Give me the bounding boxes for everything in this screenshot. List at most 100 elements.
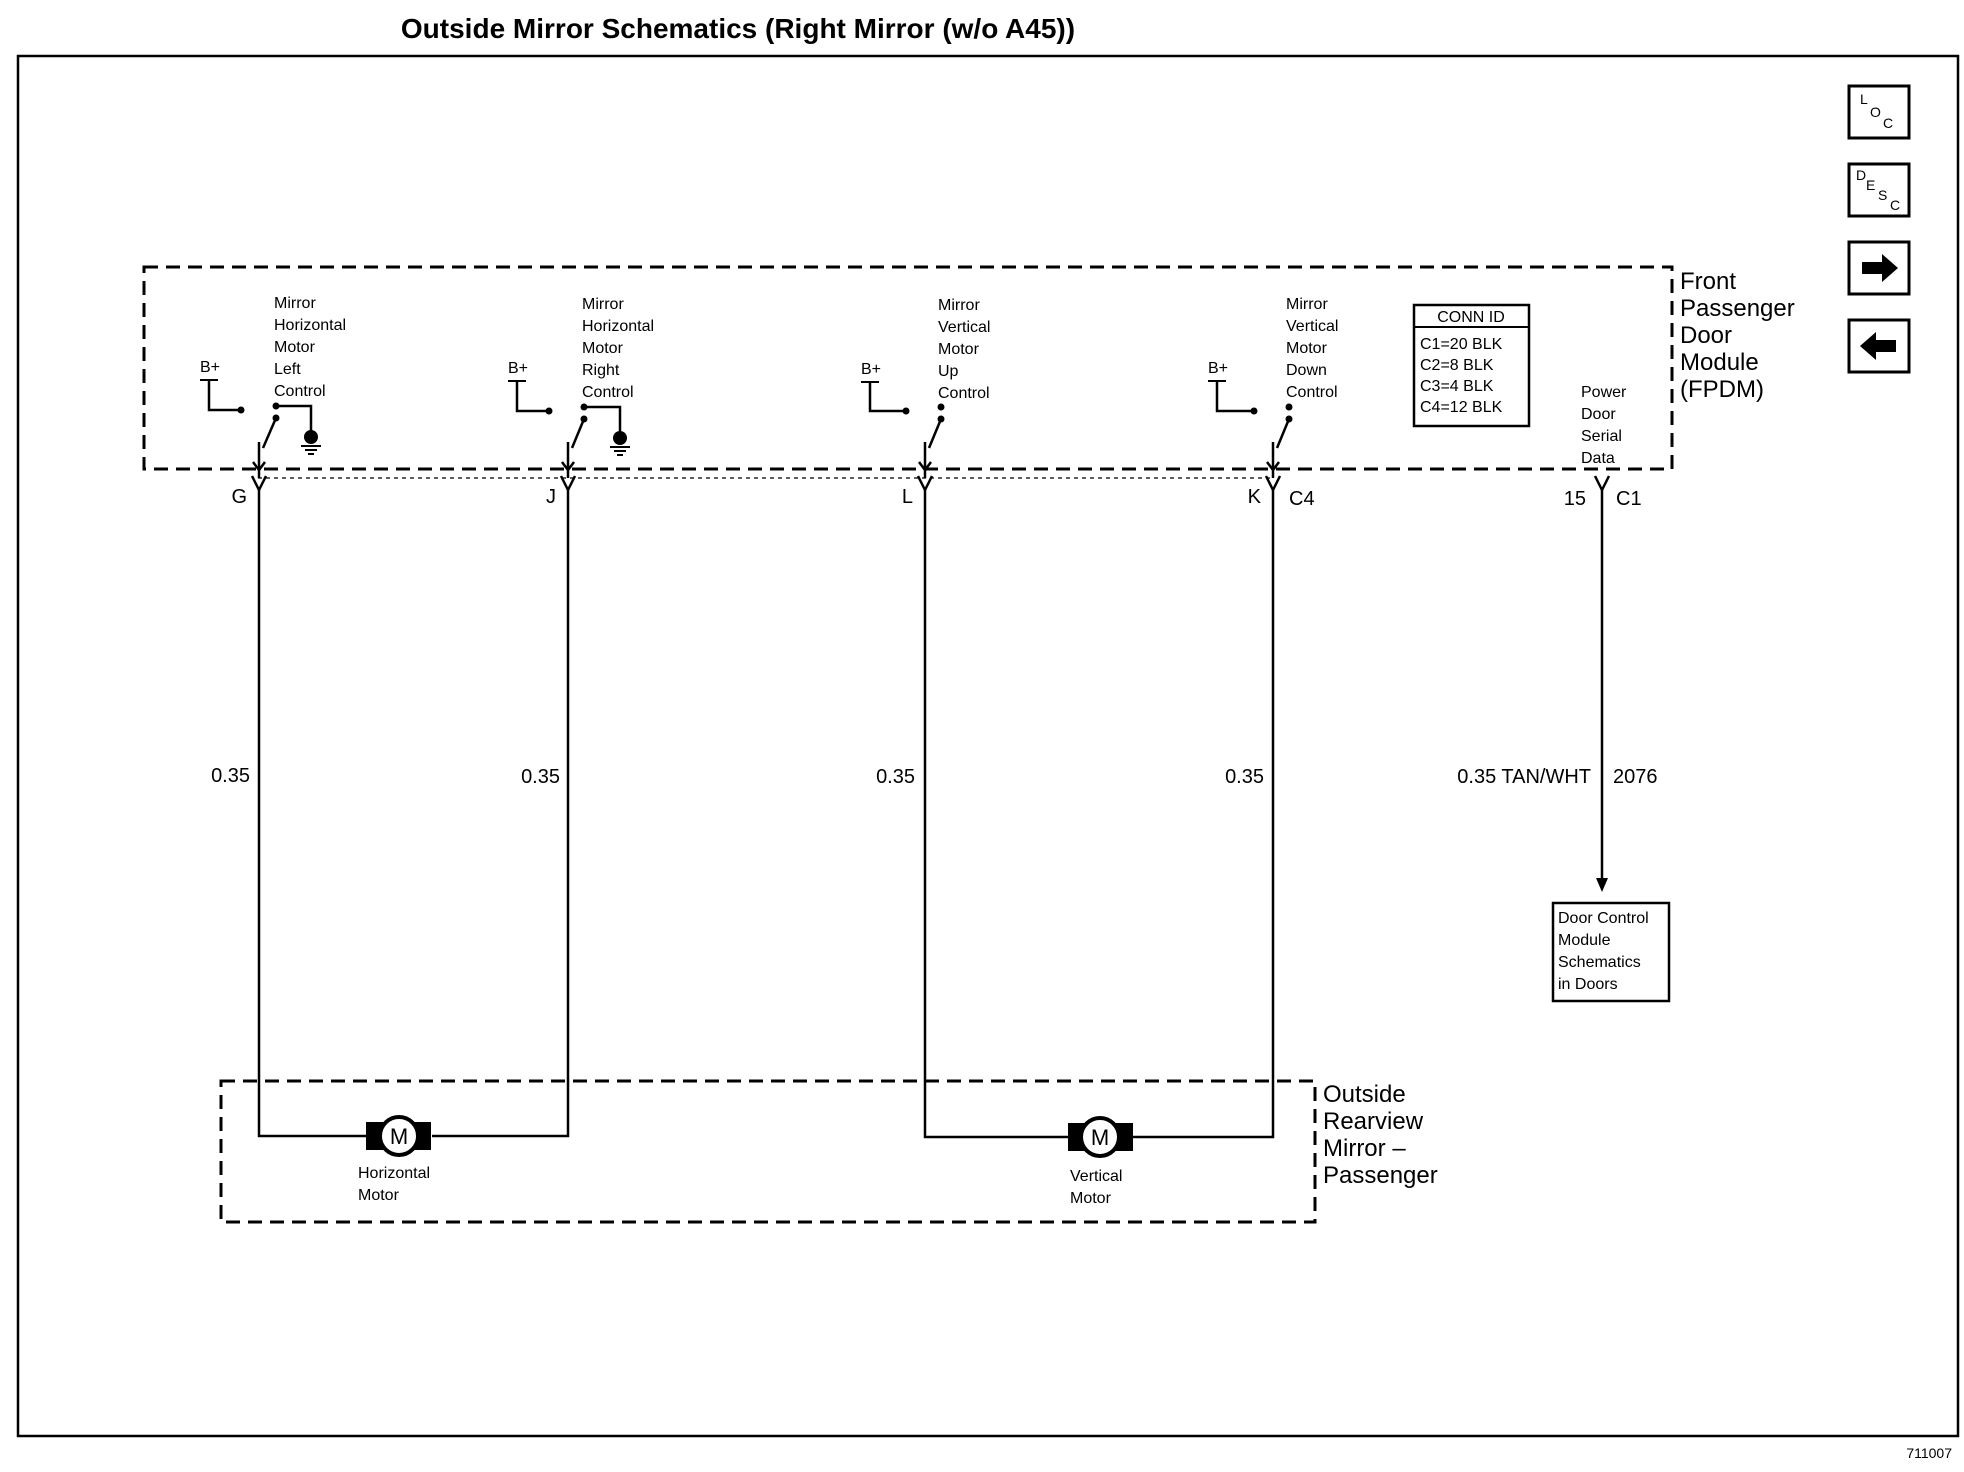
switch-label-line: Up <box>938 363 959 380</box>
conn-id-row: C2=8 BLK <box>1420 357 1494 374</box>
switch-label-line: Vertical <box>1286 318 1338 335</box>
desc-letter-2: E <box>1866 177 1875 193</box>
switch-label-line: Control <box>1286 384 1338 401</box>
mirror-name-line: Outside <box>1323 1081 1406 1108</box>
bplus-label: B+ <box>508 360 528 377</box>
ground-icon <box>609 430 631 456</box>
motor-symbol: M <box>390 1124 408 1149</box>
switch-vertical-down-control: Mirror Vertical Motor Down Control B+ K … <box>1208 296 1338 788</box>
pin-label: J <box>546 486 556 508</box>
pin-label: 15 <box>1564 488 1586 510</box>
diagram-frame <box>16 54 1960 1438</box>
wire-gauge-label: 0.35 <box>1225 766 1264 788</box>
connector-terminal-icon <box>1264 474 1282 492</box>
pin-label: G <box>231 486 247 508</box>
serial-label-line: Serial <box>1581 428 1622 445</box>
switch-label-line: Motor <box>1286 340 1328 357</box>
vertical-motor: M Vertical Motor <box>1068 1116 1133 1207</box>
bplus-label: B+ <box>1208 360 1228 377</box>
connector-label: C1 <box>1616 488 1642 510</box>
desc-letter-3: S <box>1878 187 1887 203</box>
switch-label-line: Control <box>582 384 634 401</box>
dcm-label-line: in Doors <box>1558 976 1618 993</box>
module-name-line: Module <box>1680 349 1759 376</box>
switch-vertical-up-control: Mirror Vertical Motor Up Control B+ L 0.… <box>861 297 990 788</box>
serial-label-line: Data <box>1581 450 1615 467</box>
circuit-number-label: 2076 <box>1613 766 1658 788</box>
serial-label-line: Power <box>1581 384 1627 401</box>
serial-label-line: Door <box>1581 406 1616 423</box>
prev-page-button[interactable] <box>1847 318 1911 374</box>
desc-letter-1: D <box>1856 167 1866 183</box>
ground-icon <box>300 429 322 455</box>
wire-gauge-label: 0.35 <box>876 766 915 788</box>
pin-label: K <box>1248 486 1262 508</box>
arrow-left-icon <box>1860 332 1896 360</box>
dcm-label-line: Module <box>1558 932 1611 949</box>
connector-label: C4 <box>1289 488 1315 510</box>
conn-id-row: C1=20 BLK <box>1420 336 1503 353</box>
conn-id-header: CONN ID <box>1437 309 1505 326</box>
wire-gauge-label: 0.35 <box>521 766 560 788</box>
loc-letter-1: L <box>1860 91 1868 107</box>
wire-color-label: 0.35 TAN/WHT <box>1457 766 1591 788</box>
loc-icon: L O C <box>1860 91 1893 131</box>
switch-horizontal-left-control: Mirror Horizontal Motor Left Control B+ … <box>200 295 346 787</box>
switch-label-line: Motor <box>938 341 980 358</box>
loc-letter-2: O <box>1870 104 1881 120</box>
motor-symbol: M <box>1091 1125 1109 1150</box>
connector-terminal-icon <box>559 474 577 492</box>
dcm-label-line: Schematics <box>1558 954 1641 971</box>
wire-L <box>923 490 1068 1139</box>
desc-button[interactable]: D E S C <box>1847 162 1911 218</box>
desc-letter-4: C <box>1890 197 1900 213</box>
pin-label: L <box>902 486 913 508</box>
door-control-module-link[interactable]: Door Control Module Schematics in Doors <box>1551 901 1671 1003</box>
switch-label-line: Right <box>582 362 620 379</box>
switch-label-line: Vertical <box>938 319 990 336</box>
loc-button[interactable]: L O C <box>1847 84 1911 140</box>
switch-label-line: Mirror <box>274 295 316 312</box>
conn-id-row: C3=4 BLK <box>1420 378 1494 395</box>
fpdm-module-name: Front Passenger Door Module (FPDM) <box>1680 268 1795 403</box>
dcm-label-line: Door Control <box>1558 910 1649 927</box>
switch-label-line: Left <box>274 361 301 378</box>
mirror-name-line: Passenger <box>1323 1162 1438 1189</box>
motor-label-line: Motor <box>1070 1190 1112 1207</box>
motor-label-line: Motor <box>358 1187 400 1204</box>
arrow-right-icon <box>1862 254 1898 282</box>
module-name-line: Passenger <box>1680 295 1795 322</box>
switch-horizontal-right-control: Mirror Horizontal Motor Right Control B+… <box>508 296 654 788</box>
document-number: 711007 <box>1906 1445 1952 1461</box>
bplus-label: B+ <box>200 359 220 376</box>
wire-G <box>257 490 368 1138</box>
horizontal-motor: M Horizontal Motor <box>358 1115 431 1204</box>
motor-label-line: Horizontal <box>358 1165 430 1182</box>
desc-icon: D E S C <box>1856 167 1900 213</box>
loc-letter-3: C <box>1883 115 1893 131</box>
switch-label-line: Mirror <box>582 296 624 313</box>
motor-label-line: Vertical <box>1070 1168 1122 1185</box>
mirror-name: Outside Rearview Mirror – Passenger <box>1323 1081 1438 1189</box>
switch-label-line: Motor <box>274 339 316 356</box>
switch-label-line: Horizontal <box>582 318 654 335</box>
switch-label-line: Control <box>938 385 990 402</box>
page-title: Outside Mirror Schematics (Right Mirror … <box>401 13 1075 44</box>
fpdm-module-boundary <box>142 265 1674 471</box>
wire-gauge-label: 0.35 <box>211 765 250 787</box>
mirror-name-line: Rearview <box>1323 1108 1424 1135</box>
mirror-boundary <box>219 1079 1317 1224</box>
switch-label-line: Control <box>274 383 326 400</box>
wire-J <box>432 490 570 1138</box>
switch-label-line: Mirror <box>1286 296 1328 313</box>
power-door-serial-data: Power Door Serial Data 15 C1 0.35 TAN/WH… <box>1457 384 1658 892</box>
connector-terminal-icon <box>1593 474 1611 492</box>
switch-label-line: Down <box>1286 362 1327 379</box>
next-page-button[interactable] <box>1847 240 1911 296</box>
wire-K <box>1133 490 1275 1139</box>
module-name-line: Front <box>1680 268 1736 295</box>
switch-label-line: Horizontal <box>274 317 346 334</box>
switch-label-line: Mirror <box>938 297 980 314</box>
conn-id-table: CONN ID C1=20 BLK C2=8 BLK C3=4 BLK C4=1… <box>1412 303 1531 428</box>
module-name-line: Door <box>1680 322 1732 349</box>
